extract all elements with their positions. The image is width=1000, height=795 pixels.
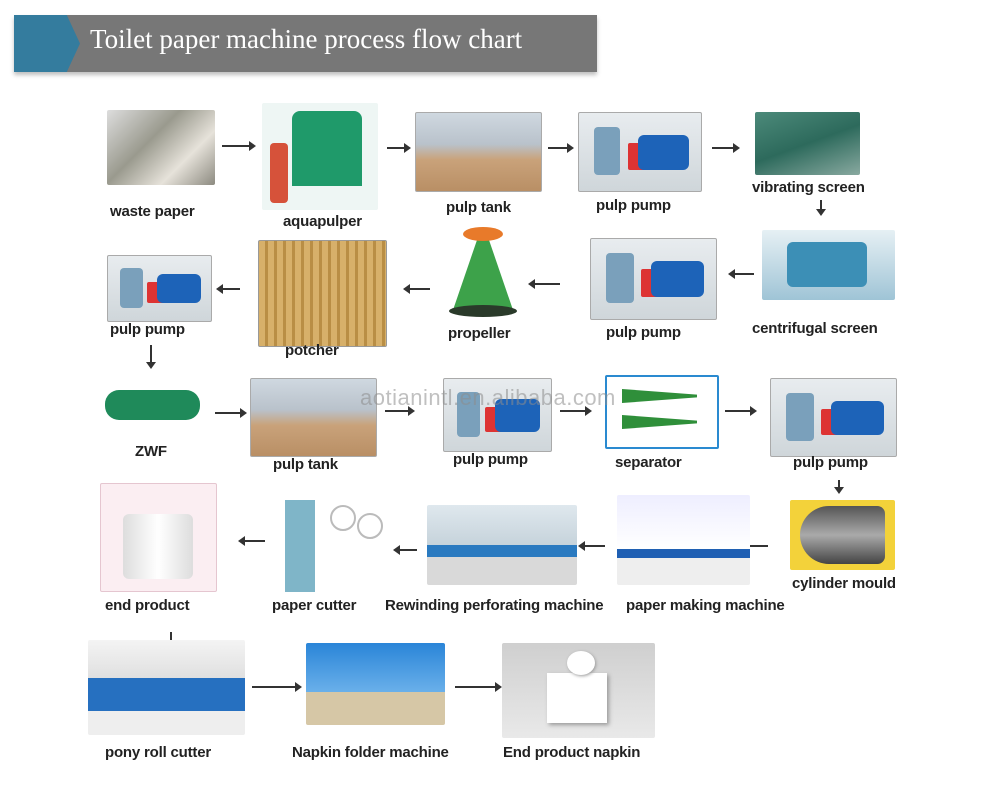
node-label-napkin-folder-machine: Napkin folder machine — [292, 744, 449, 761]
node-label-paper-cutter: paper cutter — [272, 597, 357, 614]
pony-roll-cutter-image — [88, 640, 245, 735]
flow-arrow — [222, 141, 256, 151]
title-banner: Toilet paper machine process flow chart — [14, 15, 597, 72]
node-label-pulp-pump: pulp pump — [110, 321, 185, 338]
flow-arrow — [728, 269, 754, 279]
node-label-pulp-pump: pulp pump — [793, 454, 868, 471]
end-product-image — [100, 483, 217, 592]
centrifugal-screen-image — [762, 230, 895, 300]
pulp-pump-image — [107, 255, 212, 322]
flow-arrow — [387, 143, 411, 153]
flow-arrow — [385, 406, 415, 416]
node-label-pulp-pump: pulp pump — [606, 324, 681, 341]
page-title: Toilet paper machine process flow chart — [90, 24, 523, 54]
node-label-pulp-pump: pulp pump — [453, 451, 528, 468]
flow-arrow — [215, 408, 247, 418]
flow-arrow — [578, 541, 605, 551]
end-product-napkin-image — [502, 643, 655, 738]
node-label-end-product: end product — [105, 597, 190, 614]
flow-arrow — [455, 682, 502, 692]
node-label-end-product-napkin: End product napkin — [503, 744, 641, 761]
node-label-rewinding-perforating-machine: Rewinding perforating machine — [385, 597, 604, 614]
cylinder-mould-image — [790, 500, 895, 570]
pulp-pump-image — [443, 378, 552, 452]
propeller-image — [445, 225, 520, 320]
separator-image — [605, 375, 719, 449]
node-label-pony-roll-cutter: pony roll cutter — [105, 744, 211, 761]
pulp-tank-image — [415, 112, 542, 192]
flow-arrow — [252, 682, 302, 692]
potcher-image — [258, 240, 387, 347]
banner-chevron — [14, 15, 80, 72]
node-label-pulp-tank: pulp tank — [446, 199, 511, 216]
rewinding-perforating-machine-image — [427, 505, 577, 585]
node-label-waste-paper: waste paper — [110, 203, 195, 220]
aquapulper-image — [262, 103, 378, 210]
watermark: aotianintl.en.alibaba.com — [360, 385, 616, 410]
node-label-vibrating-screen: vibrating screen — [752, 179, 865, 196]
flow-arrow — [548, 143, 574, 153]
node-label-propeller: propeller — [448, 325, 511, 342]
flow-arrow — [834, 480, 844, 494]
node-label-aquapulper: aquapulper — [283, 213, 362, 230]
flow-arrow — [403, 284, 430, 294]
flow-arrow — [216, 284, 240, 294]
pulp-tank-image — [250, 378, 377, 457]
paper-making-machine-image — [617, 495, 750, 585]
node-label-paper-making-machine: paper making machine — [626, 597, 785, 614]
node-label-potcher: potcher — [285, 342, 339, 359]
pulp-pump-image — [590, 238, 717, 320]
pulp-pump-image — [770, 378, 897, 457]
paper-cutter-image — [275, 495, 390, 595]
node-label-zwf: ZWF — [135, 443, 167, 460]
pulp-pump-image — [578, 112, 702, 192]
node-label-cylinder-mould: cylinder mould — [792, 575, 896, 592]
node-label-pulp-tank: pulp tank — [273, 456, 338, 473]
flow-arrow — [712, 143, 740, 153]
flow-arrow — [816, 200, 826, 216]
flow-arrow — [560, 406, 592, 416]
flow-arrow — [725, 406, 757, 416]
zwf-image — [100, 385, 205, 425]
node-label-pulp-pump: pulp pump — [596, 197, 671, 214]
waste-paper-image — [107, 110, 215, 185]
flow-arrow — [393, 545, 417, 555]
vibrating-screen-image — [755, 112, 860, 175]
node-label-separator: separator — [615, 454, 682, 471]
flow-arrow — [238, 536, 265, 546]
napkin-folder-machine-image — [306, 643, 445, 725]
flow-arrow — [146, 345, 156, 369]
flow-arrow — [528, 279, 560, 289]
node-label-centrifugal-screen: centrifugal screen — [752, 320, 878, 337]
